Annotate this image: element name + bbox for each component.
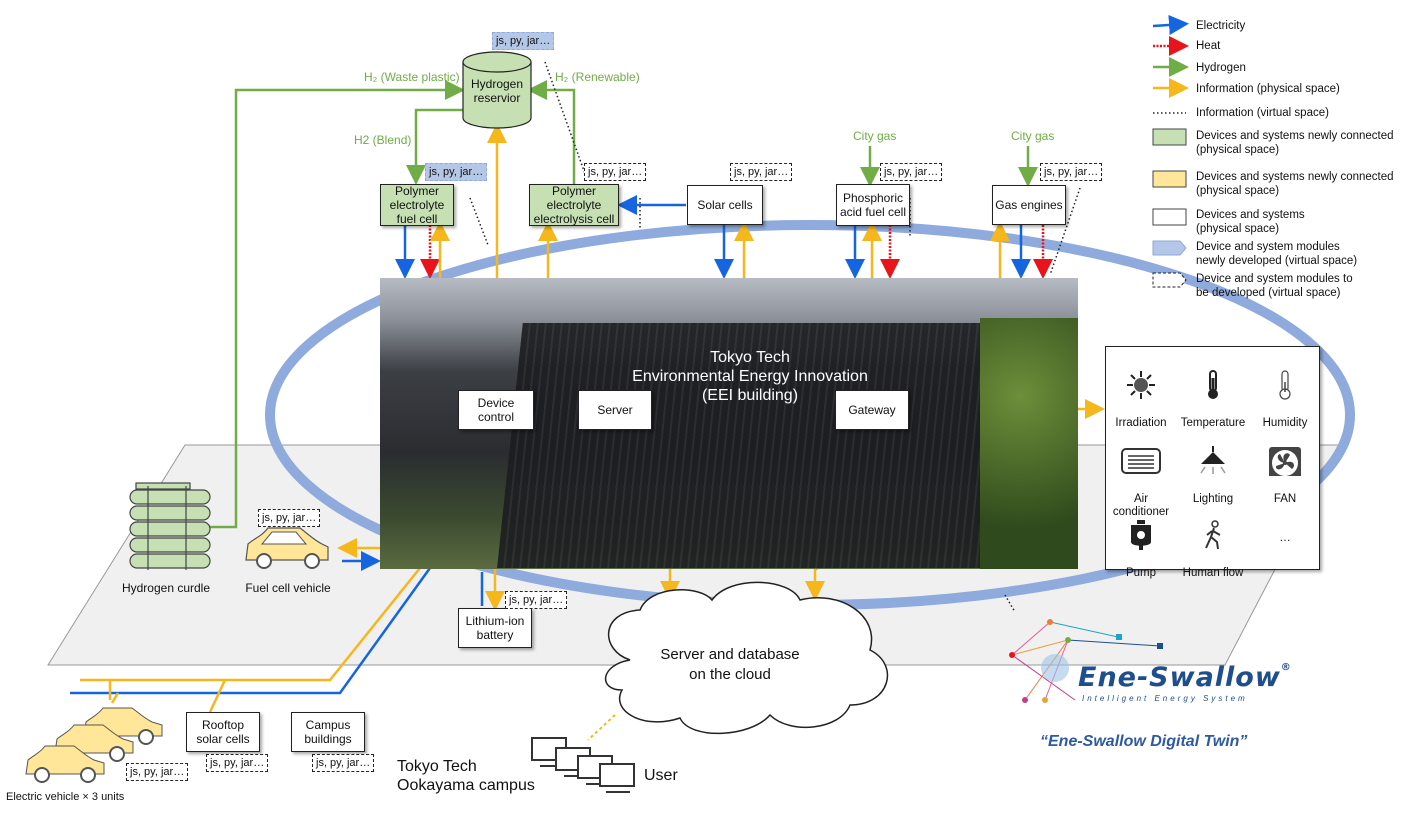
module-fcv: js, py, jar… xyxy=(258,509,321,527)
flow-label-h2-blend: H2 (Blend) xyxy=(354,133,412,147)
sensor-humidity[interactable]: Humidity xyxy=(1250,357,1320,430)
sensor-pump[interactable]: Pump xyxy=(1106,507,1176,580)
fan-icon xyxy=(1269,447,1301,476)
legend-green-devices: Devices and systems newly connected (phy… xyxy=(1196,130,1394,156)
fuel-cell-vehicle-icon xyxy=(245,527,329,569)
pump-icon xyxy=(1131,520,1151,550)
server-box[interactable]: Server xyxy=(578,390,652,430)
device-control-box[interactable]: Device control xyxy=(458,390,534,430)
sensor-fan[interactable]: FAN xyxy=(1250,433,1320,506)
ene-swallow-logo-text: Ene-Swallow® xyxy=(1078,662,1292,693)
logo-name: Ene-Swallow xyxy=(1078,662,1281,693)
campus-buildings-box[interactable]: Campus buildings xyxy=(291,712,365,752)
pe-electrolysis-box[interactable]: Polymer electrolyte electrolysis cell xyxy=(529,184,619,226)
sensor-lighting[interactable]: Lighting xyxy=(1178,433,1248,506)
module-reservoir: js, py, jar… xyxy=(492,32,555,50)
module-campus: js, py, jar… xyxy=(312,754,375,772)
legend-swatches xyxy=(1152,14,1189,288)
module-battery: js, py, jar… xyxy=(505,591,568,609)
sensor-air-conditioner[interactable]: Air conditioner xyxy=(1106,433,1176,519)
sensor-human-flow[interactable]: Human flow xyxy=(1178,507,1248,580)
lamp-icon xyxy=(1200,446,1226,474)
hydrogen-reservoir-shape xyxy=(462,51,532,129)
sensor-more: … xyxy=(1250,519,1320,545)
sensor-label: FAN xyxy=(1273,493,1297,505)
legend-hydrogen: Hydrogen xyxy=(1196,62,1246,74)
legend-dashed-modules: Device and system modules to be develope… xyxy=(1196,273,1353,299)
module-pefc: js, py, jar… xyxy=(425,163,488,181)
gateway-box[interactable]: Gateway xyxy=(835,390,909,430)
sensor-label: Human flow xyxy=(1182,567,1244,579)
solar-cells-box[interactable]: Solar cells xyxy=(687,185,763,225)
hydrogen-reservoir-label: Hydrogen reservior xyxy=(470,77,524,105)
pefc-box[interactable]: Polymer electrolyte fuel cell xyxy=(380,184,454,226)
legend-blue-modules: Device and system modules newly develope… xyxy=(1196,241,1358,267)
flow-label-city-gas-1: City gas xyxy=(853,129,897,143)
module-pafc: js, py, jar… xyxy=(880,163,943,181)
module-ev: js, py, jar… xyxy=(126,763,189,781)
pafc-box[interactable]: Phosphoric acid fuel cell xyxy=(836,184,910,226)
hydrogen-curdle-label: Hydrogen curdle xyxy=(121,581,211,595)
walking-person-icon xyxy=(1205,520,1221,550)
user-label: User xyxy=(644,767,678,784)
cloud-shape xyxy=(604,581,889,735)
flow-label-h2-waste: H₂ (Waste plastic) xyxy=(364,70,460,84)
air-conditioner-icon xyxy=(1121,448,1161,474)
logo-tagline: “Ene-Swallow Digital Twin” xyxy=(1040,733,1248,750)
flow-label-h2-renewable: H₂ (Renewable) xyxy=(555,70,640,84)
sensor-label: Humidity xyxy=(1262,417,1308,429)
ene-swallow-logo-network xyxy=(1009,619,1163,703)
module-gas-engines: js, py, jar… xyxy=(1040,163,1103,181)
gas-engines-box[interactable]: Gas engines xyxy=(992,185,1066,225)
sensor-label: Pump xyxy=(1125,567,1157,579)
legend-electricity: Electricity xyxy=(1196,20,1246,32)
legend-heat: Heat xyxy=(1196,40,1221,52)
sensor-panel: Irradiation Temperature Humidity Air con… xyxy=(1105,346,1320,579)
sensor-label: Air conditioner xyxy=(1112,493,1170,518)
module-electrolysis: js, py, jar… xyxy=(584,163,647,181)
hydrogen-curdle-icon xyxy=(129,482,211,570)
sensor-temperature[interactable]: Temperature xyxy=(1178,357,1248,430)
sensor-label: … xyxy=(1279,532,1291,544)
user-computers-icon xyxy=(531,737,635,793)
campus-label: Tokyo Tech Ookayama campus xyxy=(397,758,535,794)
fuel-cell-vehicle-label: Fuel cell vehicle xyxy=(245,581,331,595)
legend-white-devices: Devices and systems (physical space) xyxy=(1196,209,1305,235)
logo-subtitle: Intelligent Energy System xyxy=(1082,694,1248,703)
module-solar: js, py, jar… xyxy=(730,163,793,181)
sensor-label: Irradiation xyxy=(1115,417,1167,429)
legend-info-physical: Information (physical space) xyxy=(1196,83,1340,95)
cloud-label: Server and database on the cloud xyxy=(660,646,800,683)
photo-title: Tokyo Tech Environmental Energy Innovati… xyxy=(632,349,868,404)
logo-registered: ® xyxy=(1280,662,1292,673)
legend-yellow-devices: Devices and systems newly connected (phy… xyxy=(1196,171,1394,197)
sensor-label: Temperature xyxy=(1180,417,1246,429)
electric-vehicle-icons xyxy=(25,707,163,783)
humidity-thermometer-icon xyxy=(1279,370,1291,400)
legend-info-virtual: Information (virtual space) xyxy=(1196,107,1329,119)
sensor-irradiation[interactable]: Irradiation xyxy=(1106,357,1176,430)
battery-box[interactable]: Lithium-ion battery xyxy=(458,608,532,648)
rooftop-solar-box[interactable]: Rooftop solar cells xyxy=(186,712,260,752)
module-rooftop: js, py, jar… xyxy=(206,754,269,772)
flow-label-city-gas-2: City gas xyxy=(1011,129,1055,143)
sensor-label: Lighting xyxy=(1192,493,1234,505)
sun-icon xyxy=(1127,371,1155,399)
thermometer-icon xyxy=(1208,370,1218,399)
electric-vehicle-label: Electric vehicle × 3 units xyxy=(6,791,125,803)
